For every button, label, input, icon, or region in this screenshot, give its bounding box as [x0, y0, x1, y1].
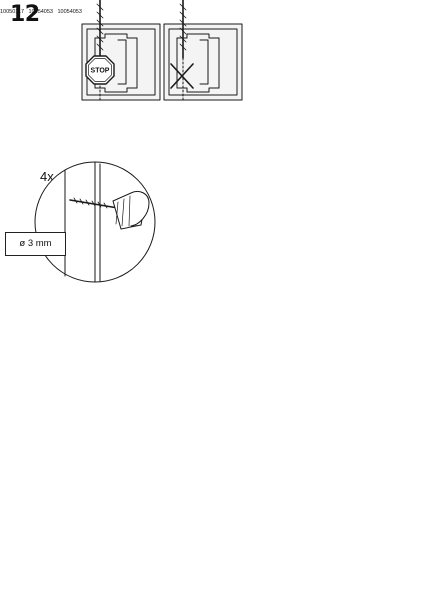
part-number-cap: 10054053 — [57, 9, 82, 15]
drill-bit-size-label: ø 3 mm — [5, 232, 66, 256]
stop-sign-icon — [85, 55, 115, 85]
top-panel-correct — [81, 0, 161, 101]
detail-circle-drill — [34, 161, 156, 283]
part-number-sealant: 10054053 — [28, 9, 53, 15]
step-number: 12 — [10, 2, 40, 27]
cross-icon — [170, 63, 194, 89]
part-number-screw: 10050117 — [0, 9, 25, 15]
quantity-label: 4x — [40, 169, 54, 184]
top-panel-incorrect — [163, 0, 243, 101]
stop-sign-label: STOP — [91, 68, 110, 75]
